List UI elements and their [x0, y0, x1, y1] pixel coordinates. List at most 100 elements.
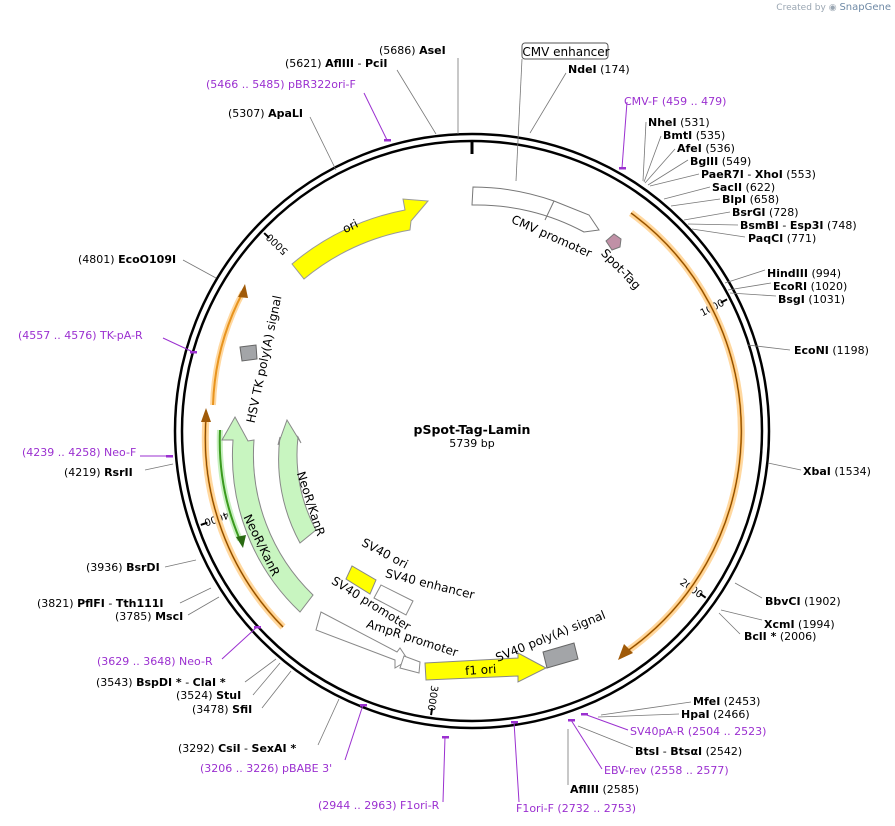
site-label: AflIII (2585)	[570, 783, 639, 796]
restriction-site: PaeR7I - XhoI (553)	[649, 168, 816, 187]
primer: F1ori-F (2732 .. 2753)	[511, 721, 636, 815]
restriction-site: AfeI (536)	[644, 142, 735, 184]
primer: CMV-F (459 .. 479)	[619, 95, 726, 170]
site-label: XcmI (1994)	[764, 618, 835, 631]
restriction-site: (3524) StuI	[176, 662, 281, 702]
snapgene-credit: Created by ◉ SnapGene	[776, 2, 891, 13]
restriction-site: BclI * (2006)	[718, 612, 816, 643]
site-label: (3292) CsiI - SexAI *	[178, 742, 296, 755]
primer-mark	[511, 721, 518, 724]
site-label: BbvCI (1902)	[765, 595, 841, 608]
hsv-tk-polya-box	[239, 344, 258, 362]
restriction-site: AflIII (2585)	[567, 729, 639, 796]
primer-label: EBV-rev (2558 .. 2577)	[604, 764, 729, 777]
restriction-site: (4219) RsrII	[64, 463, 174, 479]
orf-arcs	[201, 210, 745, 660]
sv40-enhancer-box	[373, 584, 414, 616]
primer-mark	[568, 719, 575, 722]
primer: EBV-rev (2558 .. 2577)	[568, 719, 729, 777]
site-label: NheI (531)	[648, 116, 710, 129]
site-label: BsrGI (728)	[732, 206, 799, 219]
primer: (4557 .. 4576) TK-pA-R	[18, 329, 197, 354]
primer-label: CMV-F (459 .. 479)	[624, 95, 726, 108]
site-label: BtsI - BtsαI (2542)	[635, 745, 742, 758]
restriction-sites: (5686) AseI(5621) AflIII - PciI (5307) Ap…	[37, 44, 871, 796]
primer-mark	[166, 455, 173, 458]
restriction-site: BlpI (658)	[670, 193, 779, 207]
center-label: pSpot-Tag-Lamin 5739 bp	[414, 422, 531, 450]
tick-label: 5000	[264, 231, 290, 257]
primer: SV40pA-R (2504 .. 2523)	[581, 713, 766, 738]
sv40-ori-box	[345, 565, 377, 595]
neor-kanr-outer	[221, 415, 314, 613]
tick-label: 3000	[425, 685, 440, 712]
primer: (5466 .. 5485) pBR322ori-F	[206, 78, 391, 142]
primer-mark	[581, 713, 588, 716]
site-label: (5307) ApaLI	[228, 107, 303, 120]
primer-label: (2944 .. 2963) F1ori-R	[318, 799, 440, 812]
site-label: BsmBI - Esp3I (748)	[740, 219, 857, 232]
restriction-site: BsrGI (728)	[683, 206, 799, 221]
site-label: BclI * (2006)	[744, 630, 816, 643]
primer-label: SV40pA-R (2504 .. 2523)	[630, 725, 766, 738]
ori-arrow	[291, 198, 430, 280]
plasmid-length: 5739 bp	[449, 437, 494, 450]
primer-label: (3629 .. 3648) Neo-R	[97, 655, 213, 668]
restriction-site: XcmI (1994)	[720, 609, 835, 631]
site-label: HpaI (2466)	[681, 708, 750, 721]
primer-mark	[254, 626, 261, 629]
site-label: (3543) BspDI * - ClaI *	[96, 676, 226, 689]
restriction-site: (3936) BsrDI	[86, 559, 197, 574]
restriction-site: SacII (622)	[663, 181, 775, 200]
site-label: PaqCI (771)	[748, 232, 816, 245]
site-label: (3785) MscI	[115, 610, 183, 623]
primer: (2944 .. 2963) F1ori-R	[318, 736, 449, 812]
site-label: (3821) PflFI - Tth111I	[37, 597, 164, 610]
site-label: (5686) AseI	[379, 44, 446, 57]
site-label: BlpI (658)	[722, 193, 779, 206]
tick-mark	[200, 521, 208, 526]
site-label: MfeI (2453)	[693, 695, 760, 708]
sv40-polya-box	[542, 642, 579, 669]
restriction-site: BglII (549)	[647, 155, 751, 186]
primer: (3629 .. 3648) Neo-R	[97, 626, 261, 668]
tick-mark	[699, 592, 707, 599]
restriction-site: (3478) SfiI	[192, 670, 292, 716]
primer-mark	[190, 351, 197, 354]
primer-mark	[360, 704, 367, 707]
feature-label: f1 ori	[465, 662, 497, 678]
restriction-site: HpaI (2466)	[597, 708, 750, 721]
restriction-site: (3543) BspDI * - ClaI *	[96, 658, 277, 689]
primer: (4239 .. 4258) Neo-F	[22, 446, 173, 459]
restriction-site: EcoRI (1020)	[727, 280, 847, 293]
primer-mark	[442, 736, 449, 739]
site-label: (5621) AflIII - PciI	[285, 57, 387, 70]
site-label: PaeR7I - XhoI (553)	[701, 168, 816, 181]
restriction-site: BsmBI - Esp3I (748)	[687, 219, 857, 232]
primer-label: (5466 .. 5485) pBR322ori-F	[206, 78, 356, 91]
site-label: HindIII (994)	[767, 267, 841, 280]
features	[221, 186, 622, 683]
site-label: (4801) EcoO109I	[78, 253, 176, 266]
primer-label: (3206 .. 3226) pBABE 3'	[200, 762, 332, 775]
site-label: (3524) StuI	[176, 689, 241, 702]
restriction-site: BtsI - BtsαI (2542)	[577, 725, 742, 758]
spot-tag-arrow	[605, 233, 622, 251]
site-label: (4219) RsrII	[64, 466, 133, 479]
restriction-site: MfeI (2453)	[600, 695, 760, 716]
tick-mark	[263, 232, 270, 239]
primer-mark	[619, 167, 626, 170]
restriction-site: NheI (531)	[642, 116, 710, 182]
f1-ori-arrow	[424, 652, 548, 683]
restriction-site: XbaI (1534)	[767, 462, 871, 478]
primers: (5466 .. 5485) pBR322ori-F (4557 .. 4576)…	[18, 78, 766, 815]
restriction-site: EcoNI (1198)	[747, 344, 869, 357]
orf-arrowhead	[618, 644, 633, 660]
restriction-site: (4801) EcoO109I	[78, 253, 217, 279]
restriction-site: (5686) AseI	[379, 44, 459, 134]
restriction-site: PaqCI (771)	[691, 228, 816, 245]
feature-label: SV40 ori	[359, 535, 410, 571]
site-label: (3936) BsrDI	[86, 561, 160, 574]
restriction-site: BsgI (1031)	[729, 292, 845, 306]
